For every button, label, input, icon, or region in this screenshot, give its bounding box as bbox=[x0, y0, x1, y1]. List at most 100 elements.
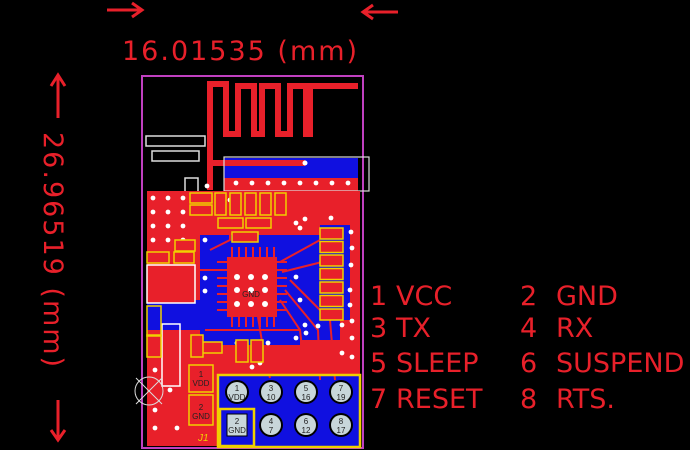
via bbox=[152, 367, 158, 373]
via bbox=[174, 425, 180, 431]
pin-number: 6 bbox=[304, 417, 309, 426]
pin-legend-name: GND bbox=[556, 281, 618, 312]
pin-legend-name: RESET bbox=[396, 384, 483, 415]
chip-label: GND bbox=[242, 290, 260, 299]
header-pin-3[interactable]: 310 bbox=[259, 380, 283, 404]
chip-vias bbox=[234, 274, 268, 307]
via bbox=[180, 195, 186, 201]
pin-net: 10 bbox=[267, 393, 276, 402]
pin-legend-item: 3 TX bbox=[370, 313, 431, 344]
pin-net: 12 bbox=[302, 426, 311, 435]
smd-pad bbox=[274, 192, 287, 216]
fiducial-mark bbox=[134, 376, 164, 406]
pad2-footprint bbox=[188, 394, 214, 426]
pin-legend-name: SLEEP bbox=[396, 348, 479, 379]
smd-pads-top bbox=[146, 192, 287, 363]
pin-number: 5 bbox=[304, 384, 309, 393]
via bbox=[180, 209, 186, 215]
via bbox=[249, 180, 255, 186]
via bbox=[345, 180, 351, 186]
smd-pad bbox=[189, 192, 213, 204]
pin-net: GND bbox=[228, 426, 246, 435]
smd-pad bbox=[319, 281, 344, 294]
header-pin-6[interactable]: 612 bbox=[294, 413, 318, 437]
smd-pad bbox=[189, 204, 213, 216]
pad2-net: GND bbox=[192, 412, 210, 421]
chip-pins bbox=[217, 247, 287, 327]
via bbox=[165, 209, 171, 215]
header-pin-8[interactable]: 817 bbox=[329, 413, 353, 437]
pad1-footprint bbox=[188, 364, 214, 393]
pin-number: 8 bbox=[339, 417, 344, 426]
pin-net: VDD bbox=[229, 393, 246, 402]
via bbox=[234, 287, 240, 293]
via bbox=[233, 180, 239, 186]
via bbox=[234, 301, 240, 307]
via bbox=[150, 223, 156, 229]
via bbox=[349, 354, 355, 360]
smd-pad bbox=[217, 217, 244, 229]
pin-number: 7 bbox=[339, 384, 344, 393]
pin-legend-item: 5 SLEEP bbox=[370, 348, 479, 379]
via bbox=[293, 220, 299, 226]
pin-legend-number: 3 bbox=[370, 313, 387, 344]
via bbox=[202, 275, 208, 281]
via bbox=[347, 302, 353, 308]
via bbox=[202, 237, 208, 243]
via bbox=[349, 318, 355, 324]
pin-net: 19 bbox=[337, 393, 346, 402]
via bbox=[265, 340, 271, 346]
via bbox=[150, 195, 156, 201]
via bbox=[262, 301, 268, 307]
header-pin-4[interactable]: 47 bbox=[259, 413, 283, 437]
connector-designator: J1 bbox=[197, 433, 209, 444]
smd-pad bbox=[174, 239, 196, 252]
pin-number: 3 bbox=[269, 384, 274, 393]
smd-pad bbox=[245, 217, 272, 229]
smd-pad bbox=[259, 192, 272, 216]
via bbox=[349, 335, 355, 341]
via bbox=[348, 229, 354, 235]
smd-pad bbox=[190, 334, 204, 358]
smd-pad bbox=[319, 254, 344, 267]
pin-legend-name: VCC bbox=[396, 281, 452, 312]
via bbox=[293, 335, 299, 341]
regulator-footprint bbox=[146, 264, 196, 304]
via bbox=[248, 301, 254, 307]
via bbox=[204, 183, 210, 189]
via bbox=[248, 287, 254, 293]
crystal-footprint bbox=[161, 323, 181, 387]
pin-number: 2 bbox=[235, 417, 240, 426]
via bbox=[281, 180, 287, 186]
header-pin-5[interactable]: 516 bbox=[294, 380, 318, 404]
via bbox=[265, 180, 271, 186]
via bbox=[152, 425, 158, 431]
via bbox=[328, 215, 334, 221]
pad1-number: 1 bbox=[199, 370, 204, 379]
pin-legend-number: 5 bbox=[370, 348, 387, 379]
header-pin-7[interactable]: 719 bbox=[329, 380, 353, 404]
smd-pad bbox=[319, 308, 344, 321]
via bbox=[180, 223, 186, 229]
pin-number: 1 bbox=[235, 384, 240, 393]
pin-legend-number: 7 bbox=[370, 384, 387, 415]
pin-legend-number: 4 bbox=[520, 313, 537, 344]
signal-traces bbox=[200, 225, 336, 381]
via bbox=[165, 237, 171, 243]
width-dimension-label: 16.01535 (mm) bbox=[122, 36, 359, 67]
via bbox=[347, 287, 353, 293]
chip-pad bbox=[227, 257, 277, 317]
pin-legend-name: TX bbox=[395, 313, 431, 344]
pin-legend-name: SUSPEND bbox=[556, 348, 684, 379]
smd-pads-right bbox=[319, 227, 344, 321]
antenna-trace bbox=[207, 81, 358, 190]
via bbox=[313, 180, 319, 186]
pin-number: 4 bbox=[269, 417, 274, 426]
